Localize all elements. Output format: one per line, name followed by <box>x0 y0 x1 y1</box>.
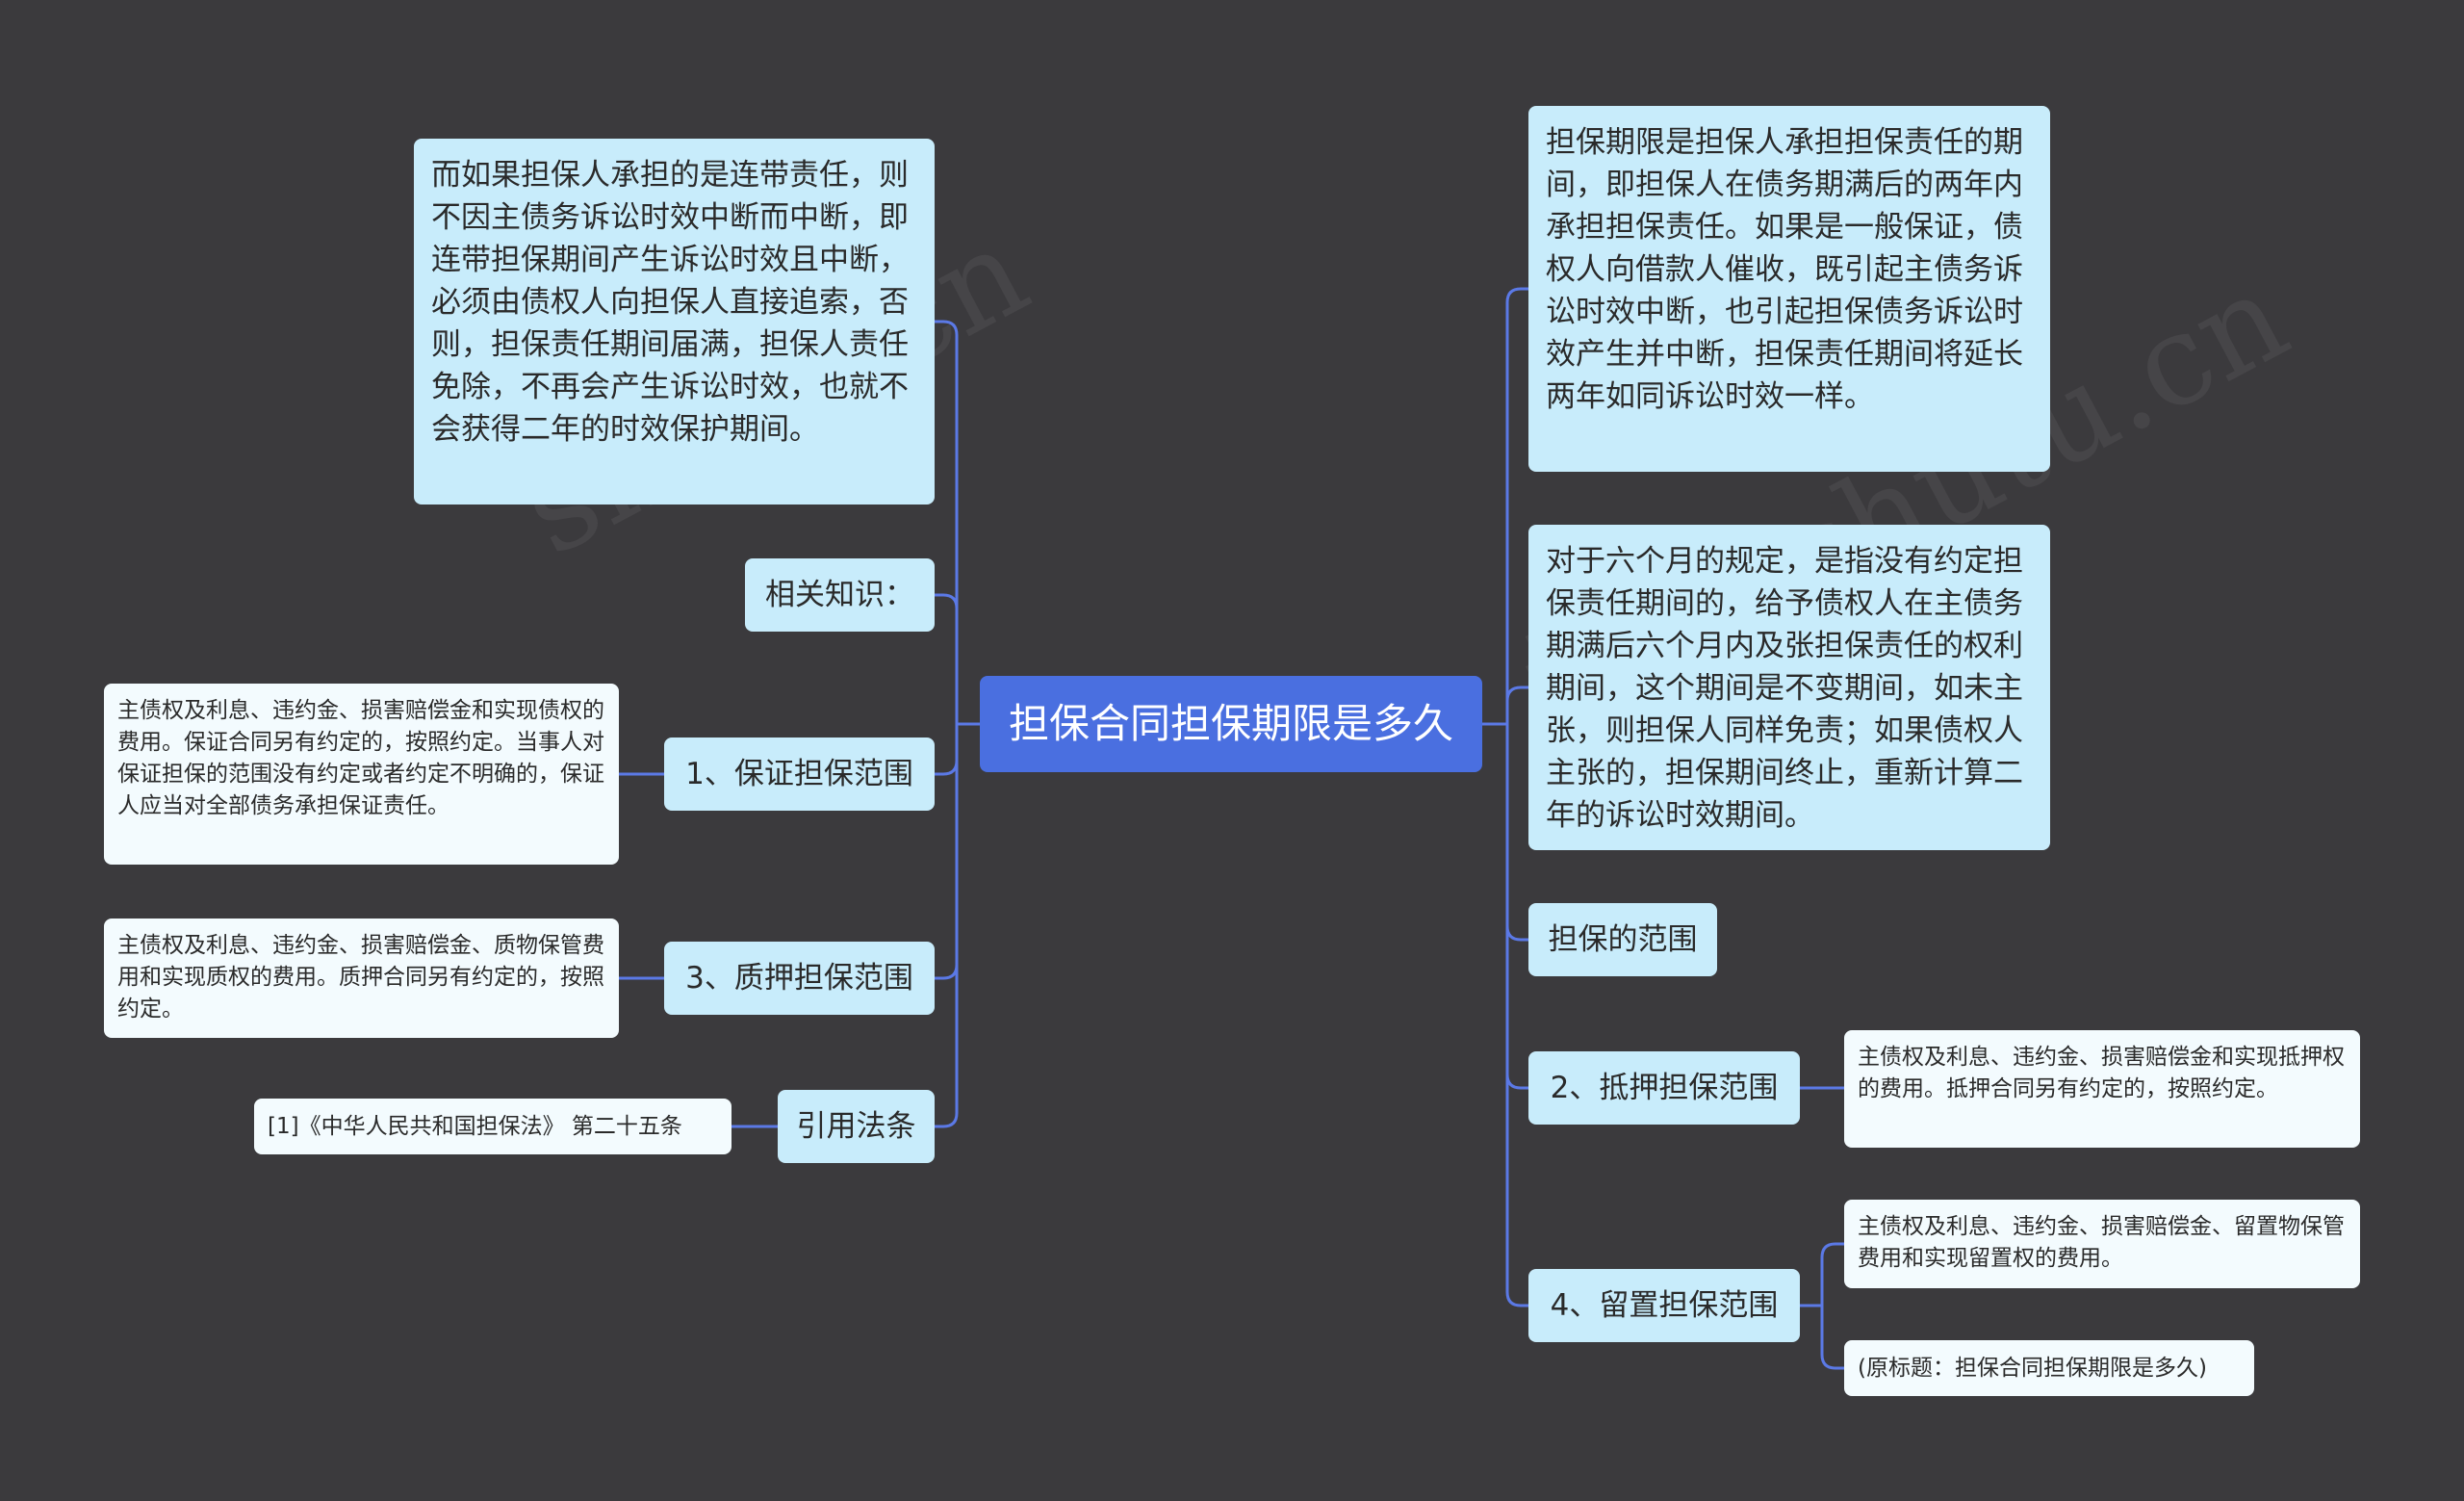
subtopic-joint-liability[interactable]: 而如果担保人承担的是连带责任，则不因主债务诉讼时效中断而中断，即连带担保期间产生… <box>414 139 935 505</box>
connector <box>1820 1306 1844 1370</box>
connector <box>935 724 959 1128</box>
connector <box>935 320 959 724</box>
connector <box>935 593 959 724</box>
subtopic-six-month-rule[interactable]: 对于六个月的规定，是指没有约定担保责任期间的，给予债权人在主债务期满后六个月内及… <box>1528 525 2050 850</box>
leaf-lien-scope-detail[interactable]: 主债权及利息、违约金、损害赔偿金、留置物保管费用和实现留置权的费用。 <box>1844 1200 2360 1288</box>
subtopic-guarantee-period-definition[interactable]: 担保期限是担保人承担担保责任的期间，即担保人在债务期满后的两年内承担担保责任。如… <box>1528 106 2050 472</box>
connector <box>935 724 959 776</box>
subtopic-lien-scope[interactable]: 4、留置担保范围 <box>1528 1269 1800 1342</box>
leaf-mortgage-scope-detail[interactable]: 主债权及利息、违约金、损害赔偿金和实现抵押权的费用。抵押合同另有约定的，按照约定… <box>1844 1030 2360 1148</box>
central-topic[interactable]: 担保合同担保期限是多久 <box>980 676 1482 772</box>
connector <box>1505 686 1528 724</box>
subtopic-cited-law[interactable]: 引用法条 <box>778 1090 935 1163</box>
leaf-original-title[interactable]: (原标题：担保合同担保期限是多久) <box>1844 1340 2254 1396</box>
subtopic-pledge-scope[interactable]: 3、质押担保范围 <box>664 942 935 1015</box>
connector <box>1820 1242 1844 1306</box>
connector <box>935 724 959 980</box>
subtopic-mortgage-scope[interactable]: 2、抵押担保范围 <box>1528 1051 1800 1125</box>
leaf-cited-law-detail[interactable]: [1]《中华人民共和国担保法》 第二十五条 <box>254 1099 732 1154</box>
connector <box>1505 287 1528 724</box>
connector <box>1505 724 1528 1090</box>
leaf-surety-scope-detail[interactable]: 主债权及利息、违约金、损害赔偿金和实现债权的费用。保证合同另有约定的，按照约定。… <box>104 684 619 865</box>
subtopic-guarantee-scope[interactable]: 担保的范围 <box>1528 903 1717 976</box>
connector <box>1505 724 1528 1307</box>
connector <box>1505 724 1528 942</box>
leaf-pledge-scope-detail[interactable]: 主债权及利息、违约金、损害赔偿金、质物保管费用和实现质权的费用。质押合同另有约定… <box>104 919 619 1038</box>
subtopic-surety-scope[interactable]: 1、保证担保范围 <box>664 738 935 811</box>
subtopic-related-knowledge[interactable]: 相关知识： <box>745 558 935 632</box>
